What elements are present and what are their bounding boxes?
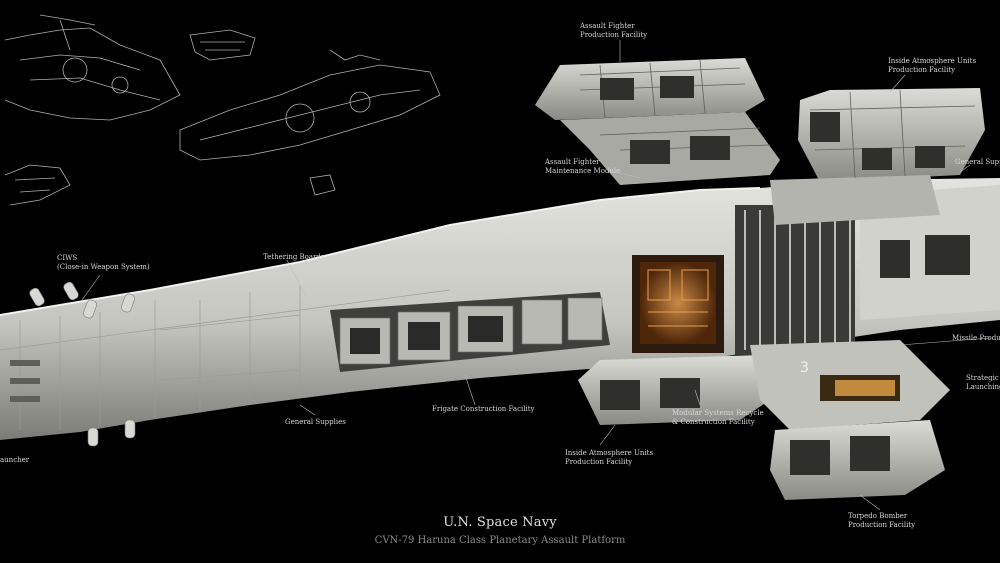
label-inside-atmosphere-bottom: Inside Atmosphere Units Production Facil… [565, 449, 653, 467]
label-line: & Construction Facility [672, 418, 755, 426]
label-tethering-boards: Tethering Boards [263, 253, 325, 261]
label-line: Production Facility [565, 458, 633, 466]
label-line: Launching [966, 383, 1000, 391]
label-line: Strategic L [966, 374, 1000, 382]
interior-core [632, 255, 724, 353]
label-inside-atmosphere-top: Inside Atmosphere Units Production Facil… [888, 57, 976, 75]
lower-modules: 3 [578, 340, 950, 500]
label-line: CIWS [57, 254, 78, 262]
leader-lines [81, 40, 991, 511]
label-line: (Close-in Weapon System) [57, 263, 150, 271]
label-strategic-launching: Strategic L Launching [966, 374, 1000, 392]
label-general-supplies-left: General Supplies [285, 418, 346, 426]
concept-sketches [4, 14, 441, 206]
label-line: Inside Atmosphere Units [888, 57, 977, 65]
label-launcher-fragment: auncher [0, 456, 30, 464]
label-line: Production Facility [580, 31, 648, 39]
label-line: Production Facility [848, 521, 916, 529]
label-line: Modular Systems Recycle [672, 409, 764, 417]
inside-atmosphere-module-top [770, 88, 985, 225]
label-line: Assault Fighter [545, 158, 600, 166]
label-line: Torpedo Bomber [848, 512, 908, 520]
label-line: Maintenance Module [545, 167, 621, 175]
label-line: Inside Atmosphere Units [565, 449, 654, 457]
label-line: Assault Fighter [580, 22, 635, 30]
label-assault-fighter-maintenance: Assault Fighter Maintenance Module [545, 158, 620, 176]
label-modular-systems: Modular Systems Recycle & Construction F… [672, 409, 764, 427]
caption-title: U.N. Space Navy [443, 515, 557, 530]
svg-text:3: 3 [800, 360, 809, 376]
caption-subtitle: CVN-79 Haruna Class Planetary Assault Pl… [374, 535, 626, 546]
label-general-supplies-right: General Supplies [955, 158, 1000, 166]
label-assault-fighter-production: Assault Fighter Production Facility [580, 22, 647, 40]
assault-fighter-module [535, 58, 780, 185]
label-ciws: CIWS (Close-in Weapon System) [57, 254, 150, 272]
label-torpedo-bomber: Torpedo Bomber Production Facility [848, 512, 915, 530]
label-line: Production Facility [888, 66, 956, 74]
label-frigate-construction: Frigate Construction Facility [432, 405, 535, 413]
hull-ring-section [735, 185, 1000, 355]
label-missile-production: Missile Produc [952, 334, 1000, 342]
